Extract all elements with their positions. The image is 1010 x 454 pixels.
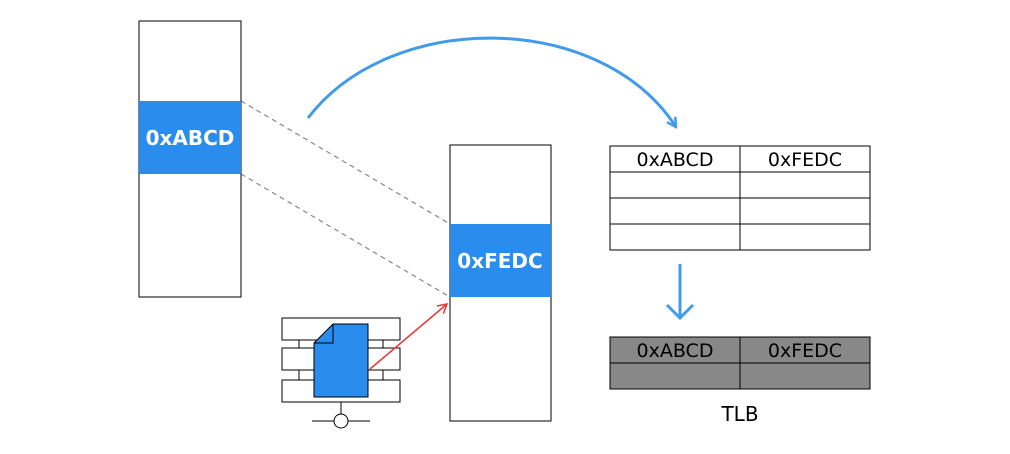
physical-frame-block — [450, 224, 551, 297]
physical-frame-label: 0xFEDC — [457, 249, 542, 273]
page-table-virtual-address: 0xABCD — [637, 149, 714, 171]
tlb-virtual-address: 0xABCD — [637, 340, 714, 362]
page-table-physical-address: 0xFEDC — [768, 149, 842, 171]
mapping-lines — [240, 100, 451, 298]
tlb-physical-address: 0xFEDC — [768, 340, 842, 362]
page-in-arrow — [369, 303, 449, 370]
virtual-page-label: 0xABCD — [146, 126, 235, 150]
tlb-caption: TLB — [720, 402, 758, 426]
mapping-line-bottom — [240, 173, 451, 298]
mapping-line-top — [240, 100, 451, 225]
cache-arrow — [665, 264, 695, 321]
physical-memory: 0xFEDC — [449, 144, 552, 422]
page-table: 0xABCD 0xFEDC — [609, 145, 871, 251]
document-icon — [313, 323, 369, 398]
virtual-page-block — [139, 101, 241, 174]
lookup-arrow — [306, 36, 676, 127]
virtual-memory: 0xABCD — [138, 20, 242, 298]
tlb-table: 0xABCD 0xFEDC TLB — [609, 336, 871, 426]
